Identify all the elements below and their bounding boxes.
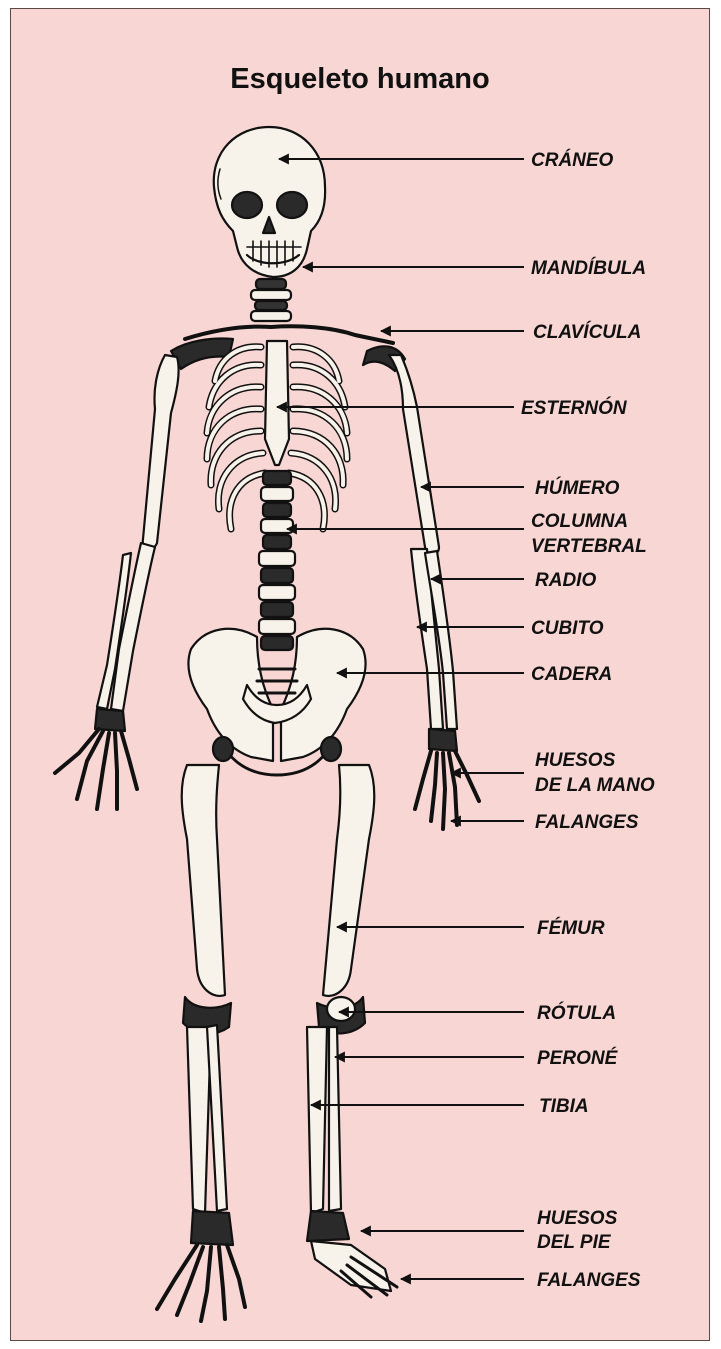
label-tibia: TIBIA bbox=[539, 1096, 589, 1117]
left-hand bbox=[55, 729, 137, 809]
bone-labels: CRÁNEO MANDÍBULA CLAVÍCULA ESTERNÓN HÚME… bbox=[521, 149, 655, 1291]
right-leg bbox=[307, 765, 397, 1297]
right-arm bbox=[389, 355, 457, 751]
left-arm bbox=[95, 355, 179, 731]
label-clavicula: CLAVÍCULA bbox=[533, 321, 641, 343]
label-craneo: CRÁNEO bbox=[531, 149, 614, 171]
label-perone: PERONÉ bbox=[537, 1047, 619, 1069]
label-cadera: CADERA bbox=[531, 664, 612, 685]
skeleton-illustration bbox=[55, 127, 479, 1321]
cervical-vertebrae bbox=[251, 279, 291, 321]
label-radio: RADIO bbox=[535, 570, 596, 591]
spine bbox=[259, 471, 295, 650]
label-esternon: ESTERNÓN bbox=[521, 397, 628, 419]
label-rotula: RÓTULA bbox=[537, 1002, 616, 1024]
label-mandibula: MANDÍBULA bbox=[531, 257, 646, 279]
sternum bbox=[265, 341, 289, 465]
diagram-frame: Esqueleto humano bbox=[10, 8, 710, 1341]
skull bbox=[214, 127, 325, 277]
label-cubito: CUBITO bbox=[531, 618, 604, 639]
left-leg bbox=[157, 765, 245, 1321]
label-femur: FÉMUR bbox=[537, 917, 605, 939]
label-humero: HÚMERO bbox=[535, 477, 620, 499]
label-falanges-pie: FALANGES bbox=[537, 1270, 641, 1291]
skeleton-diagram: CRÁNEO MANDÍBULA CLAVÍCULA ESTERNÓN HÚME… bbox=[11, 9, 710, 1341]
right-hand bbox=[415, 751, 479, 829]
label-falanges-mano: FALANGES bbox=[535, 812, 639, 833]
